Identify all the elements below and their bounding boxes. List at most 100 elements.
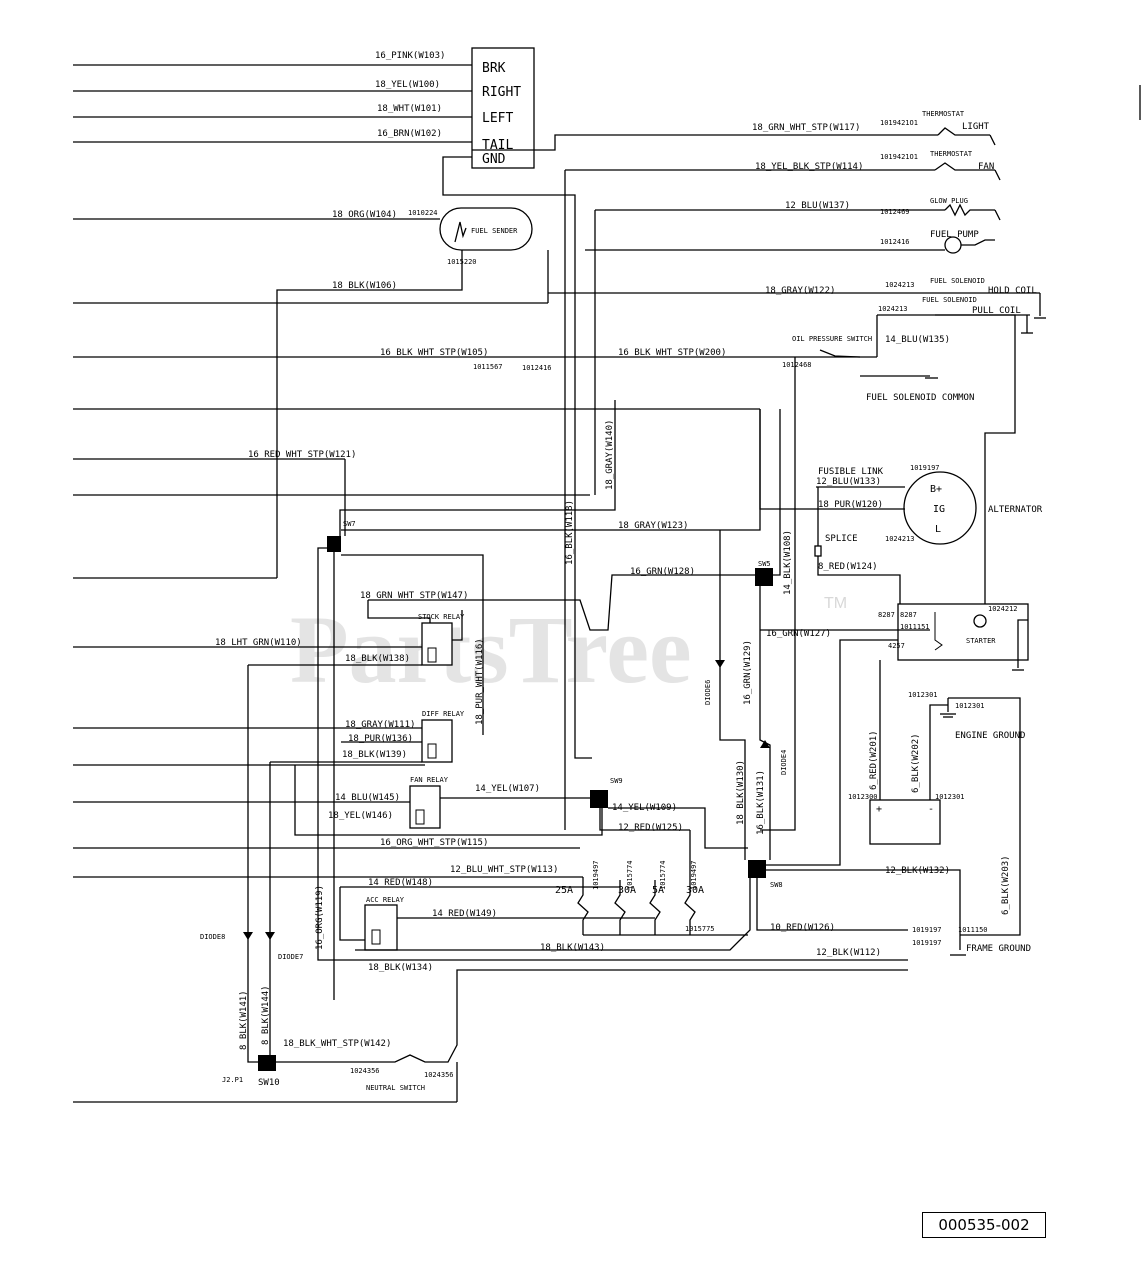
sw9-label: SW9 [610, 777, 623, 785]
part-1019497b: 1019497 [690, 860, 698, 890]
wire-w144: 8_BLK(W144) [261, 985, 271, 1045]
watermark-tm: TM [824, 595, 847, 612]
part-8287b: 8287 [900, 611, 917, 619]
diode8-label: DIODE8 [200, 933, 225, 941]
fuel-pump-lead [961, 239, 995, 246]
part-1011567: 1011567 [473, 363, 503, 371]
w124-wire [817, 556, 901, 615]
wire-w116: 18_PUR_WHT(W116) [475, 638, 485, 725]
glow-plug-label: GLOW PLUG [930, 197, 968, 205]
hold-coil-label: HOLD COIL [988, 286, 1037, 296]
stock-relay-coil [427, 647, 437, 663]
wire-w117: 18_GRN_WHT_STP(W117) [752, 123, 860, 133]
sw7-connector [327, 536, 341, 552]
glow-plug-ground [994, 209, 1001, 221]
alternator-l: L [935, 524, 941, 535]
part-1024213a: 1024213 [885, 281, 915, 289]
wire-w100: 18_YEL(W100) [375, 80, 440, 90]
fan-label: FAN [978, 162, 994, 172]
wire-w124: 8_RED(W124) [818, 562, 878, 572]
starter-ground-lead [1017, 619, 1028, 668]
wire-w149: 14_RED(W149) [432, 909, 497, 919]
part-1015774a: 1015774 [626, 860, 634, 890]
wire-w127: 16_GRN(W127) [766, 629, 831, 639]
w117-wire [472, 134, 938, 151]
starter-solenoid [934, 612, 943, 651]
fan-relay [409, 785, 441, 829]
wire-w101: 18_WHT(W101) [377, 104, 442, 114]
part-8287a: 8287 [878, 611, 895, 619]
watermark: PartsTree [290, 596, 692, 703]
diode4-symbol [760, 740, 770, 748]
wire-w111: 18_GRAY(W111) [345, 720, 415, 730]
pull-coil-label: PULL COIL [972, 306, 1021, 316]
fan-relay-label: FAN RELAY [410, 776, 449, 784]
w126-wire [756, 878, 908, 931]
sw10-label: SW10 [258, 1078, 280, 1088]
w203-wire [948, 697, 1021, 936]
w106-wire [276, 250, 463, 578]
w125-wire [599, 808, 690, 831]
w116-wire [341, 554, 484, 735]
sw10-connector [258, 1055, 276, 1071]
part-1015775: 1015775 [685, 925, 715, 933]
part-1019197b: 1019197 [912, 926, 942, 934]
fuse-5a: 5A [652, 885, 664, 896]
battery-minus: - [928, 804, 934, 815]
w143-wire [355, 870, 751, 951]
wire-w118: 16_BLK(W118) [565, 500, 575, 565]
diode6-label: DIODE6 [704, 680, 712, 705]
wire-w110: 18_LHT_GRN(W110) [215, 638, 302, 648]
starter-motor [973, 614, 987, 628]
diode8-symbol [243, 932, 253, 940]
diode7-symbol [265, 932, 275, 940]
w109-wire [608, 807, 748, 849]
fuel-solenoid1: FUEL SOLENOID [930, 277, 985, 285]
wire-w115: 16_ORG_WHT_STP(W115) [380, 838, 488, 848]
alternator-ig: IG [933, 504, 945, 515]
part-4257: 4257 [888, 642, 905, 650]
wire-w108: 14_BLK(W108) [783, 530, 793, 595]
w146-wire [294, 765, 603, 836]
engine-ground-label: ENGINE GROUND [955, 731, 1025, 741]
sw5-connector [755, 568, 773, 586]
wire-w129: 16_GRN(W129) [743, 640, 753, 705]
acc-relay-coil [371, 929, 381, 945]
wire-w200: 16_BLK_WHT_STP(W200) [618, 348, 726, 358]
part-1012468: 1012468 [782, 361, 812, 369]
part-1012301a: 1012301 [935, 793, 965, 801]
wire-w121: 16_RED_WHT_STP(W121) [248, 450, 356, 460]
part-1012301b: 1012301 [908, 691, 938, 699]
w141-wire [247, 1040, 258, 1063]
wire-w126: 10_RED(W126) [770, 923, 835, 933]
drawing-number: 000535-002 [922, 1212, 1046, 1238]
fuse-25a: 25A [555, 885, 573, 896]
wire-w146: 18_YEL(W146) [328, 811, 393, 821]
wire-w137: 12_BLU(W137) [785, 201, 850, 211]
wire-w140: 18_GRAY(W140) [605, 420, 615, 490]
sw8-label: SW8 [770, 881, 783, 889]
wire-w131: 16_BLK(W131) [756, 770, 766, 835]
wire-w202: 6_BLK(W202) [911, 733, 921, 793]
w120-wire [759, 409, 905, 510]
wire-w106: 18_BLK(W106) [332, 281, 397, 291]
part-1019197a: 1019197 [910, 464, 940, 472]
w108-up [773, 409, 781, 576]
part-1024213c: 1024213 [885, 535, 915, 543]
wire-w125: 12_RED(W125) [618, 823, 683, 833]
acc-relay-label: ACC RELAY [366, 896, 405, 904]
wire-w123: 18_GRAY(W123) [618, 521, 688, 531]
stock-relay [421, 622, 453, 666]
diode6-symbol [715, 660, 725, 668]
acc-relay [364, 904, 398, 951]
thermostat1-symbol [937, 127, 990, 136]
light-label: LIGHT [962, 122, 990, 132]
wire-w143: 18_BLK(W143) [540, 943, 605, 953]
w142-wire [276, 969, 908, 1063]
left-harness-lines [73, 64, 877, 1103]
part-1019197c: 1019197 [912, 939, 942, 947]
fuel-sender-label: FUEL SENDER [471, 227, 518, 235]
w119-wire [317, 547, 345, 961]
fuse-30a-2: 30A [686, 885, 704, 896]
